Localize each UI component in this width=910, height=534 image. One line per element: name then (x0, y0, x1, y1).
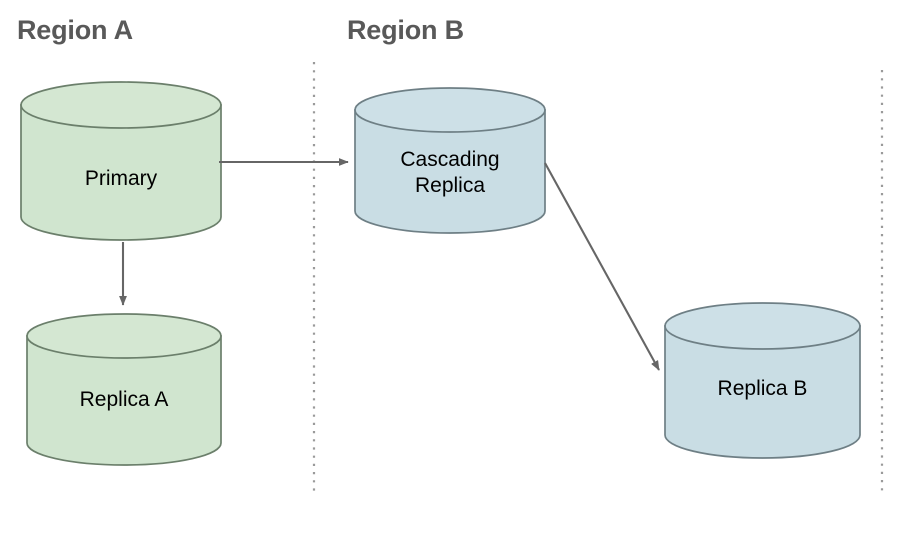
primary-cylinder-top (20, 81, 222, 129)
region-dividers (312, 62, 884, 495)
primary-cylinder-body (20, 104, 222, 241)
edge-cascading-to-replica-b (544, 162, 660, 371)
replica-b-cylinder-top (664, 302, 861, 350)
diagram-edges (119, 158, 660, 371)
node-cascading-replica[interactable] (354, 87, 546, 234)
cascading-replica-cylinder-top (354, 87, 546, 133)
replica-a-cylinder-body (26, 335, 222, 466)
cascading-replica-cylinder-body (354, 109, 546, 234)
node-primary[interactable] (20, 81, 222, 241)
region-b-heading: Region B (347, 15, 464, 45)
replica-a-cylinder-top (26, 313, 222, 359)
node-replica-b[interactable] (664, 302, 861, 459)
replica-b-cylinder-body (664, 325, 861, 459)
region-a-heading: Region A (17, 15, 133, 45)
node-replica-a[interactable] (26, 313, 222, 466)
